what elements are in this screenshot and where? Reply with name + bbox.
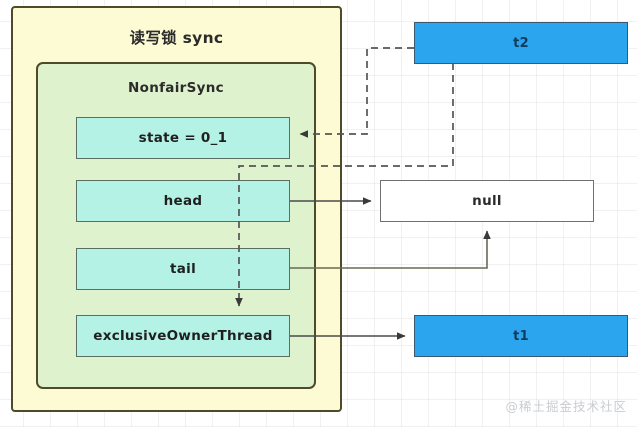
sync-container-title: 读写锁 sync [129, 29, 224, 47]
watermark: @稀土掘金技术社区 [505, 399, 627, 414]
field-exclusive-owner-thread: exclusiveOwnerThread [76, 315, 290, 357]
null-node: null [380, 180, 594, 222]
field-head: head [76, 180, 290, 222]
field-state: state = 0_1 [76, 117, 290, 159]
thread-node-t2: t2 [414, 22, 628, 64]
thread-node-t1: t1 [414, 315, 628, 357]
nonfairsync-container-title: NonfairSync [128, 80, 224, 96]
field-tail: tail [76, 248, 290, 290]
